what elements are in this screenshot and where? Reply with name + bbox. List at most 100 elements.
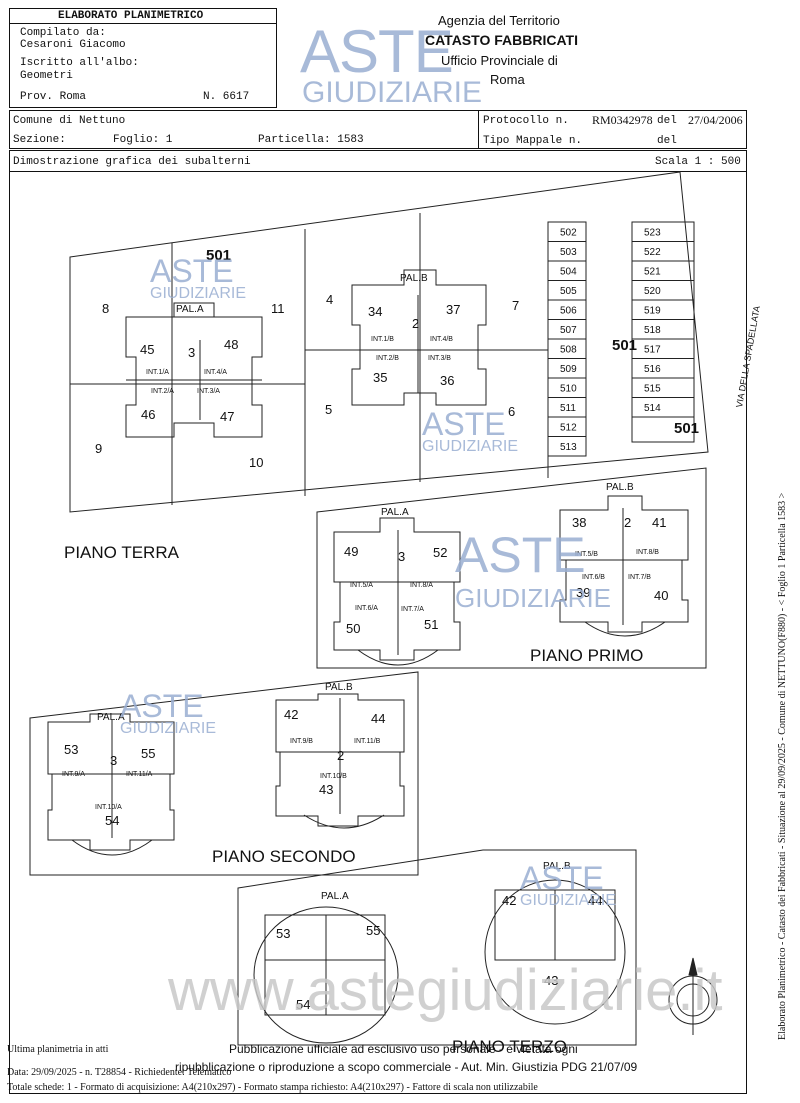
garage-left-510: 510 bbox=[560, 384, 577, 395]
label-5: 5 bbox=[325, 402, 332, 417]
label-47: 47 bbox=[220, 409, 234, 424]
watermark-giudiziarie-header: GIUDIZIARIE bbox=[302, 76, 483, 109]
label-501-mid: 501 bbox=[612, 337, 637, 354]
int-10a: INT.10/A bbox=[95, 804, 122, 811]
particella-label: Particella: 1583 bbox=[258, 134, 364, 146]
label-44-secondo: 44 bbox=[371, 711, 385, 726]
pubblicazione-line-2: ripubblicazione o riproduzione a scopo c… bbox=[175, 1060, 638, 1074]
agency-line-3: Ufficio Provinciale di bbox=[441, 53, 558, 68]
label-39: 39 bbox=[576, 585, 590, 600]
label-54-secondo: 54 bbox=[105, 813, 119, 828]
protocollo-date: 27/04/2006 bbox=[688, 113, 743, 127]
label-2-primo: 2 bbox=[624, 515, 631, 530]
int-9a: INT.9/A bbox=[62, 771, 85, 778]
compilato-label: Compilato da: bbox=[20, 27, 106, 39]
garage-right-522: 522 bbox=[644, 247, 661, 258]
garage-left-511: 511 bbox=[560, 403, 576, 414]
drawing-frame bbox=[9, 172, 747, 1094]
int-1a: INT.1/A bbox=[146, 369, 169, 376]
foglio-label: Foglio: 1 bbox=[113, 134, 173, 146]
label-10: 10 bbox=[249, 455, 263, 470]
int-1b: INT.1/B bbox=[371, 336, 394, 343]
label-48: 48 bbox=[224, 337, 238, 352]
label-53-terzo: 53 bbox=[276, 926, 290, 941]
label-6: 6 bbox=[508, 404, 515, 419]
garage-left-504: 504 bbox=[560, 267, 577, 278]
label-55-secondo: 55 bbox=[141, 746, 155, 761]
int-10b: INT.10/B bbox=[320, 773, 347, 780]
garage-left-502: 502 bbox=[560, 228, 577, 239]
pal-a-primo-footprint bbox=[333, 517, 461, 661]
label-pal-a-terzo: PAL.A bbox=[321, 891, 349, 902]
garage-right-516: 516 bbox=[644, 364, 661, 375]
site-outline bbox=[69, 171, 709, 513]
del-label-1: del bbox=[657, 115, 677, 127]
label-pal-b-primo: PAL.B bbox=[606, 482, 634, 493]
label-53-secondo: 53 bbox=[64, 742, 78, 757]
int-6a: INT.6/A bbox=[355, 605, 378, 612]
label-501-top: 501 bbox=[206, 247, 231, 264]
floor-title-terra: PIANO TERRA bbox=[64, 543, 180, 562]
compilato-name: Cesaroni Giacomo bbox=[20, 39, 126, 51]
floor-title-primo: PIANO PRIMO bbox=[530, 646, 643, 665]
label-pal-b-terzo: PAL.B bbox=[543, 861, 571, 872]
int-9b: INT.9/B bbox=[290, 738, 313, 745]
int-3a: INT.3/A bbox=[197, 388, 220, 395]
int-11b: INT.11/B bbox=[354, 738, 381, 745]
label-42-secondo: 42 bbox=[284, 707, 298, 722]
north-compass bbox=[668, 957, 718, 1035]
label-7: 7 bbox=[512, 298, 519, 313]
garages-right-grid bbox=[631, 221, 695, 443]
label-3-ground: 3 bbox=[188, 345, 195, 360]
watermark-giudiziarie-4: GIUDIZIARIE bbox=[455, 583, 612, 613]
prov-label: Prov. Roma bbox=[20, 91, 87, 103]
agency-line-2: CATASTO FABBRICATI bbox=[425, 32, 578, 48]
label-35: 35 bbox=[373, 370, 387, 385]
garage-left-509: 509 bbox=[560, 364, 577, 375]
watermark-giudiziarie-3: GIUDIZIARIE bbox=[422, 438, 519, 455]
garage-right-515: 515 bbox=[644, 384, 661, 395]
data-line: Data: 29/09/2025 - n. T28854 - Richieden… bbox=[7, 1067, 232, 1078]
watermark-aste-5: ASTE bbox=[120, 688, 204, 724]
info-box bbox=[9, 110, 747, 149]
piano-secondo-frame bbox=[29, 671, 419, 876]
totale-line: Totale schede: 1 - Formato di acquisizio… bbox=[7, 1082, 538, 1093]
label-52: 52 bbox=[433, 545, 447, 560]
label-9: 9 bbox=[95, 441, 102, 456]
garage-right-517: 517 bbox=[644, 345, 661, 356]
label-4: 4 bbox=[326, 292, 333, 307]
info-divider bbox=[478, 110, 479, 149]
label-51: 51 bbox=[424, 617, 438, 632]
watermark-aste-6: ASTE bbox=[520, 860, 604, 896]
dimostrazione-label: Dimostrazione grafica dei subalterni bbox=[13, 156, 251, 168]
label-pal-a-primo: PAL.A bbox=[381, 507, 409, 518]
pal-b-primo-footprint bbox=[559, 495, 689, 633]
scala-label: Scala 1 : 500 bbox=[655, 156, 741, 168]
label-3-primo: 3 bbox=[398, 549, 405, 564]
protocollo-value: RM0342978 bbox=[592, 113, 653, 127]
ultima-planimetria: Ultima planimetria in atti bbox=[7, 1044, 109, 1055]
watermark-giudiziarie-2: GIUDIZIARIE bbox=[150, 285, 247, 302]
watermark-aste-3: ASTE bbox=[422, 406, 506, 442]
label-11: 11 bbox=[271, 301, 285, 316]
int-4b: INT.4/B bbox=[430, 336, 453, 343]
label-501-right: 501 bbox=[674, 420, 699, 437]
label-2-ground: 2 bbox=[412, 316, 419, 331]
pal-b-terzo-dome bbox=[484, 879, 626, 1025]
floor-title-secondo: PIANO SECONDO bbox=[212, 847, 356, 866]
comune-label: Comune di Nettuno bbox=[13, 115, 126, 127]
label-50: 50 bbox=[346, 621, 360, 636]
int-5b: INT.5/B bbox=[575, 551, 598, 558]
int-6b: INT.6/B bbox=[582, 574, 605, 581]
label-43-terzo: 43 bbox=[544, 973, 558, 988]
garage-left-506: 506 bbox=[560, 306, 577, 317]
agency-line-1: Agenzia del Territorio bbox=[438, 13, 560, 28]
garage-left-512: 512 bbox=[560, 423, 577, 434]
pal-b-ground-footprint bbox=[351, 269, 487, 406]
int-8a: INT.8/A bbox=[410, 582, 433, 589]
watermark-aste-header: ASTE bbox=[300, 18, 454, 85]
int-4a: INT.4/A bbox=[204, 369, 227, 376]
piano-primo-frame bbox=[316, 467, 707, 669]
int-7b: INT.7/B bbox=[628, 574, 651, 581]
label-38: 38 bbox=[572, 515, 586, 530]
